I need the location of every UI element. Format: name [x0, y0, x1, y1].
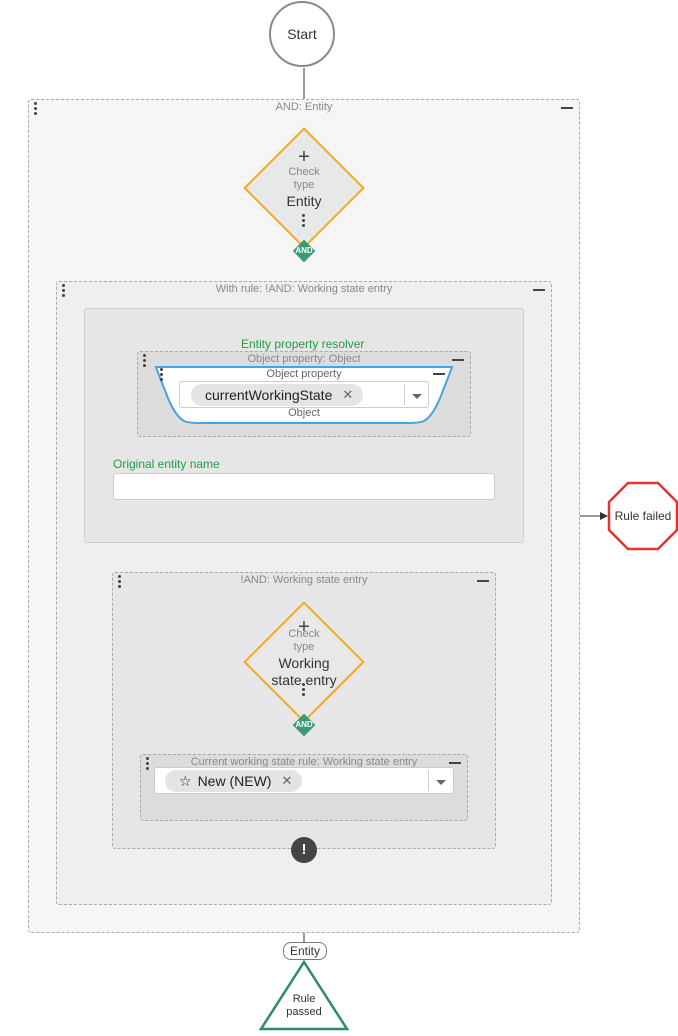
- object-label: Object: [288, 407, 320, 419]
- minus-icon[interactable]: [477, 575, 489, 585]
- octagon-shape: [607, 481, 678, 551]
- group-title: AND: Entity: [275, 101, 333, 113]
- working-state-select[interactable]: ☆ New (NEW) ✕: [154, 767, 454, 794]
- kebab-menu-icon[interactable]: [302, 213, 306, 229]
- caret-down-icon[interactable]: [436, 780, 446, 785]
- kebab-menu-icon[interactable]: [302, 683, 306, 698]
- check-type-label: Check type: [288, 165, 320, 191]
- close-icon[interactable]: ✕: [342, 387, 354, 402]
- group-title: Current working state rule: Working stat…: [190, 756, 418, 768]
- and-badge: AND: [292, 239, 316, 263]
- object-property-label: Object property: [266, 368, 342, 380]
- check-name: Working state entry: [271, 655, 337, 688]
- kebab-menu-icon[interactable]: [62, 284, 66, 298]
- kebab-menu-icon[interactable]: [143, 354, 147, 368]
- kebab-menu-icon[interactable]: [160, 368, 164, 382]
- caret-down-icon[interactable]: [412, 394, 422, 399]
- triangle-shape: [258, 959, 350, 1031]
- selected-chip: currentWorkingState ✕: [191, 384, 364, 406]
- minus-icon[interactable]: [533, 284, 545, 294]
- check-node-working-state[interactable]: + Check type Working state entry: [242, 600, 366, 724]
- check-name: Entity: [286, 192, 322, 209]
- chip-label: currentWorkingState: [205, 387, 333, 403]
- exclamation-icon[interactable]: !: [291, 837, 317, 863]
- plus-icon[interactable]: +: [298, 145, 310, 168]
- start-node[interactable]: Start: [269, 1, 335, 67]
- close-icon[interactable]: ✕: [281, 773, 293, 788]
- select-divider: [428, 770, 429, 791]
- star-icon: ☆: [179, 772, 192, 789]
- plus-icon[interactable]: +: [298, 616, 310, 638]
- rule-passed-node[interactable]: Rule passed: [258, 959, 350, 1031]
- rule-failed-label: Rule failed: [614, 509, 672, 523]
- select-divider: [404, 384, 405, 405]
- resolver-title: Entity property resolver: [241, 337, 365, 351]
- edge-label-entity: Entity: [283, 942, 327, 960]
- minus-icon[interactable]: [452, 354, 464, 364]
- group-title: Object property: Object: [247, 353, 361, 365]
- check-type-label: Check type: [288, 628, 320, 653]
- and-badge-label: AND: [295, 720, 313, 729]
- original-entity-name-input[interactable]: [113, 473, 495, 500]
- group-title: With rule: !AND: Working state entry: [215, 283, 393, 295]
- minus-icon[interactable]: [561, 102, 573, 112]
- and-badge: AND: [292, 713, 316, 737]
- object-property-select[interactable]: currentWorkingState ✕: [179, 381, 429, 408]
- original-entity-name-label: Original entity name: [113, 457, 220, 471]
- and-badge-label: AND: [295, 246, 313, 255]
- check-node-entity[interactable]: + Check type Entity: [242, 126, 366, 250]
- group-title: !AND: Working state entry: [240, 574, 368, 586]
- chip-label: New (NEW): [197, 773, 272, 789]
- rule-passed-label: Rule passed: [286, 993, 322, 1018]
- kebab-menu-icon[interactable]: [118, 575, 122, 589]
- minus-icon[interactable]: [449, 757, 461, 767]
- selected-chip: ☆ New (NEW) ✕: [165, 770, 303, 792]
- rule-failed-node[interactable]: Rule failed: [607, 481, 678, 551]
- kebab-menu-icon[interactable]: [34, 102, 38, 116]
- kebab-menu-icon[interactable]: [146, 757, 150, 771]
